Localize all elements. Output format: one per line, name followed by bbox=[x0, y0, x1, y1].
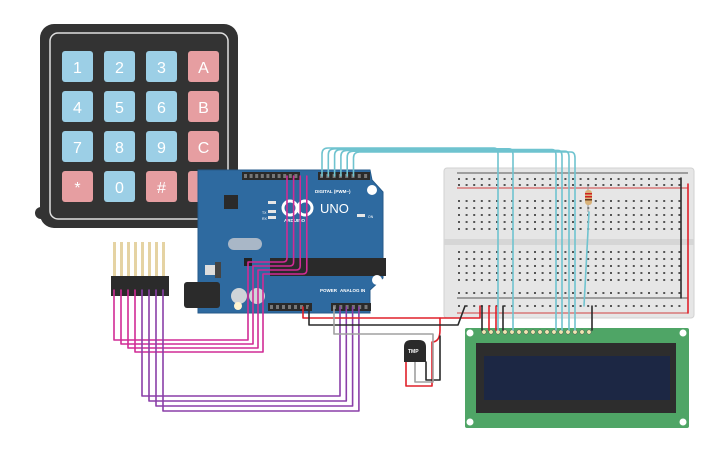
key-label: 7 bbox=[73, 140, 82, 157]
key-label: 5 bbox=[115, 100, 124, 117]
on-label: ON bbox=[368, 215, 374, 219]
wire-keypad-col[interactable] bbox=[162, 289, 360, 412]
keypad-key[interactable]: 5 bbox=[104, 91, 135, 122]
keypad-key[interactable]: # bbox=[146, 171, 177, 202]
temperature-sensor[interactable]: TMP bbox=[404, 340, 426, 362]
key-label: 9 bbox=[157, 140, 166, 157]
wire-keypad-col[interactable] bbox=[148, 289, 348, 402]
wire-keypad-col[interactable] bbox=[155, 289, 354, 407]
key-label: 4 bbox=[73, 100, 82, 117]
wire-tmp-signal[interactable] bbox=[333, 306, 434, 383]
key-label: * bbox=[74, 180, 80, 197]
rx-label: RX bbox=[262, 217, 268, 221]
keypad-key[interactable]: C bbox=[188, 131, 219, 162]
key-label: A bbox=[198, 60, 209, 77]
digital-label: DIGITAL (PWM~) bbox=[315, 189, 351, 194]
wire-5v-bb[interactable] bbox=[439, 305, 481, 319]
keypad-key[interactable]: 8 bbox=[104, 131, 135, 162]
keypad-key[interactable]: 7 bbox=[62, 131, 93, 162]
lcd-screen bbox=[484, 356, 670, 400]
sensor-label: TMP bbox=[408, 349, 419, 355]
arduino-brand-label: ARDUINO bbox=[284, 218, 305, 223]
wire-keypad-col[interactable] bbox=[141, 289, 341, 397]
keypad-key[interactable]: 2 bbox=[104, 51, 135, 82]
breadboard-holes bbox=[458, 178, 681, 307]
key-label: 1 bbox=[73, 60, 82, 77]
wire-keypad-row[interactable] bbox=[127, 175, 301, 349]
key-label: # bbox=[157, 180, 166, 197]
arduino-uno[interactable]: UNO ARDUINO DIGITAL (PWM~) POWER ANALOG … bbox=[184, 169, 386, 314]
wires bbox=[113, 147, 689, 412]
key-label: 3 bbox=[157, 60, 166, 77]
wire-keypad-row[interactable] bbox=[113, 175, 288, 341]
keypad-key[interactable]: 0 bbox=[104, 171, 135, 202]
analog-in-label: ANALOG IN bbox=[340, 288, 365, 293]
keypad-key[interactable]: 1 bbox=[62, 51, 93, 82]
keypad-key[interactable]: * bbox=[62, 171, 93, 202]
keypad-key[interactable]: 3 bbox=[146, 51, 177, 82]
keypad-header bbox=[111, 242, 169, 296]
wire-resistor[interactable] bbox=[583, 211, 590, 307]
resistor[interactable] bbox=[585, 186, 592, 212]
wire-keypad-row[interactable] bbox=[134, 175, 308, 353]
power-label: POWER bbox=[320, 288, 338, 293]
keypad-key[interactable]: 4 bbox=[62, 91, 93, 122]
key-label: C bbox=[198, 140, 210, 157]
wire-digital[interactable] bbox=[352, 151, 576, 331]
wire-keypad-row[interactable] bbox=[120, 175, 295, 345]
keypad-key[interactable]: 9 bbox=[146, 131, 177, 162]
tx-label: TX bbox=[262, 211, 267, 215]
key-label: 6 bbox=[157, 100, 166, 117]
keypad-key[interactable]: A bbox=[188, 51, 219, 82]
keypad-key[interactable]: 6 bbox=[146, 91, 177, 122]
keypad-key[interactable]: B bbox=[188, 91, 219, 122]
lcd-16x2[interactable] bbox=[465, 328, 689, 428]
arduino-model-label: UNO bbox=[320, 201, 349, 216]
key-label: 2 bbox=[115, 60, 124, 77]
key-label: 8 bbox=[115, 140, 124, 157]
wire-5v[interactable] bbox=[302, 306, 441, 387]
wire-gnd[interactable] bbox=[308, 305, 466, 326]
key-label: B bbox=[198, 100, 209, 117]
key-label: 0 bbox=[115, 180, 124, 197]
